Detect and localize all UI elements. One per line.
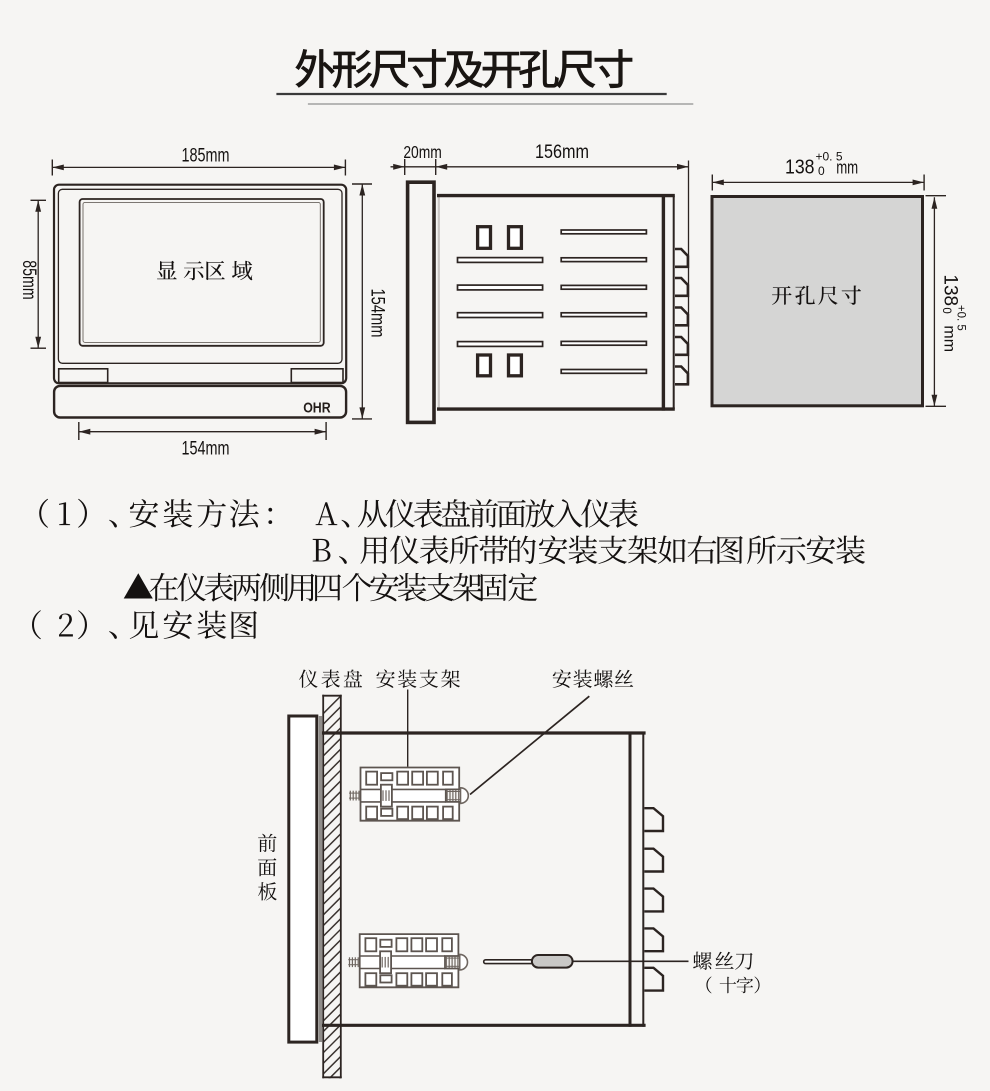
svg-text:154mm: 154mm — [366, 289, 388, 338]
svg-text:154mm: 154mm — [182, 439, 230, 460]
svg-text:OHR: OHR — [303, 399, 331, 416]
svg-text:185mm: 185mm — [182, 145, 230, 166]
svg-text:+0. 5: +0. 5 — [955, 305, 967, 331]
svg-text:138: 138 — [785, 157, 815, 179]
svg-text:mm: mm — [941, 325, 958, 352]
svg-text:20mm: 20mm — [403, 142, 442, 162]
svg-text:0: 0 — [940, 307, 952, 313]
svg-text:156mm: 156mm — [535, 142, 589, 163]
svg-text:138: 138 — [940, 274, 961, 306]
svg-text:mm: mm — [836, 158, 858, 178]
svg-text:+0. 5: +0. 5 — [816, 150, 843, 164]
svg-text:0: 0 — [818, 164, 825, 178]
svg-text:85mm: 85mm — [18, 260, 39, 300]
